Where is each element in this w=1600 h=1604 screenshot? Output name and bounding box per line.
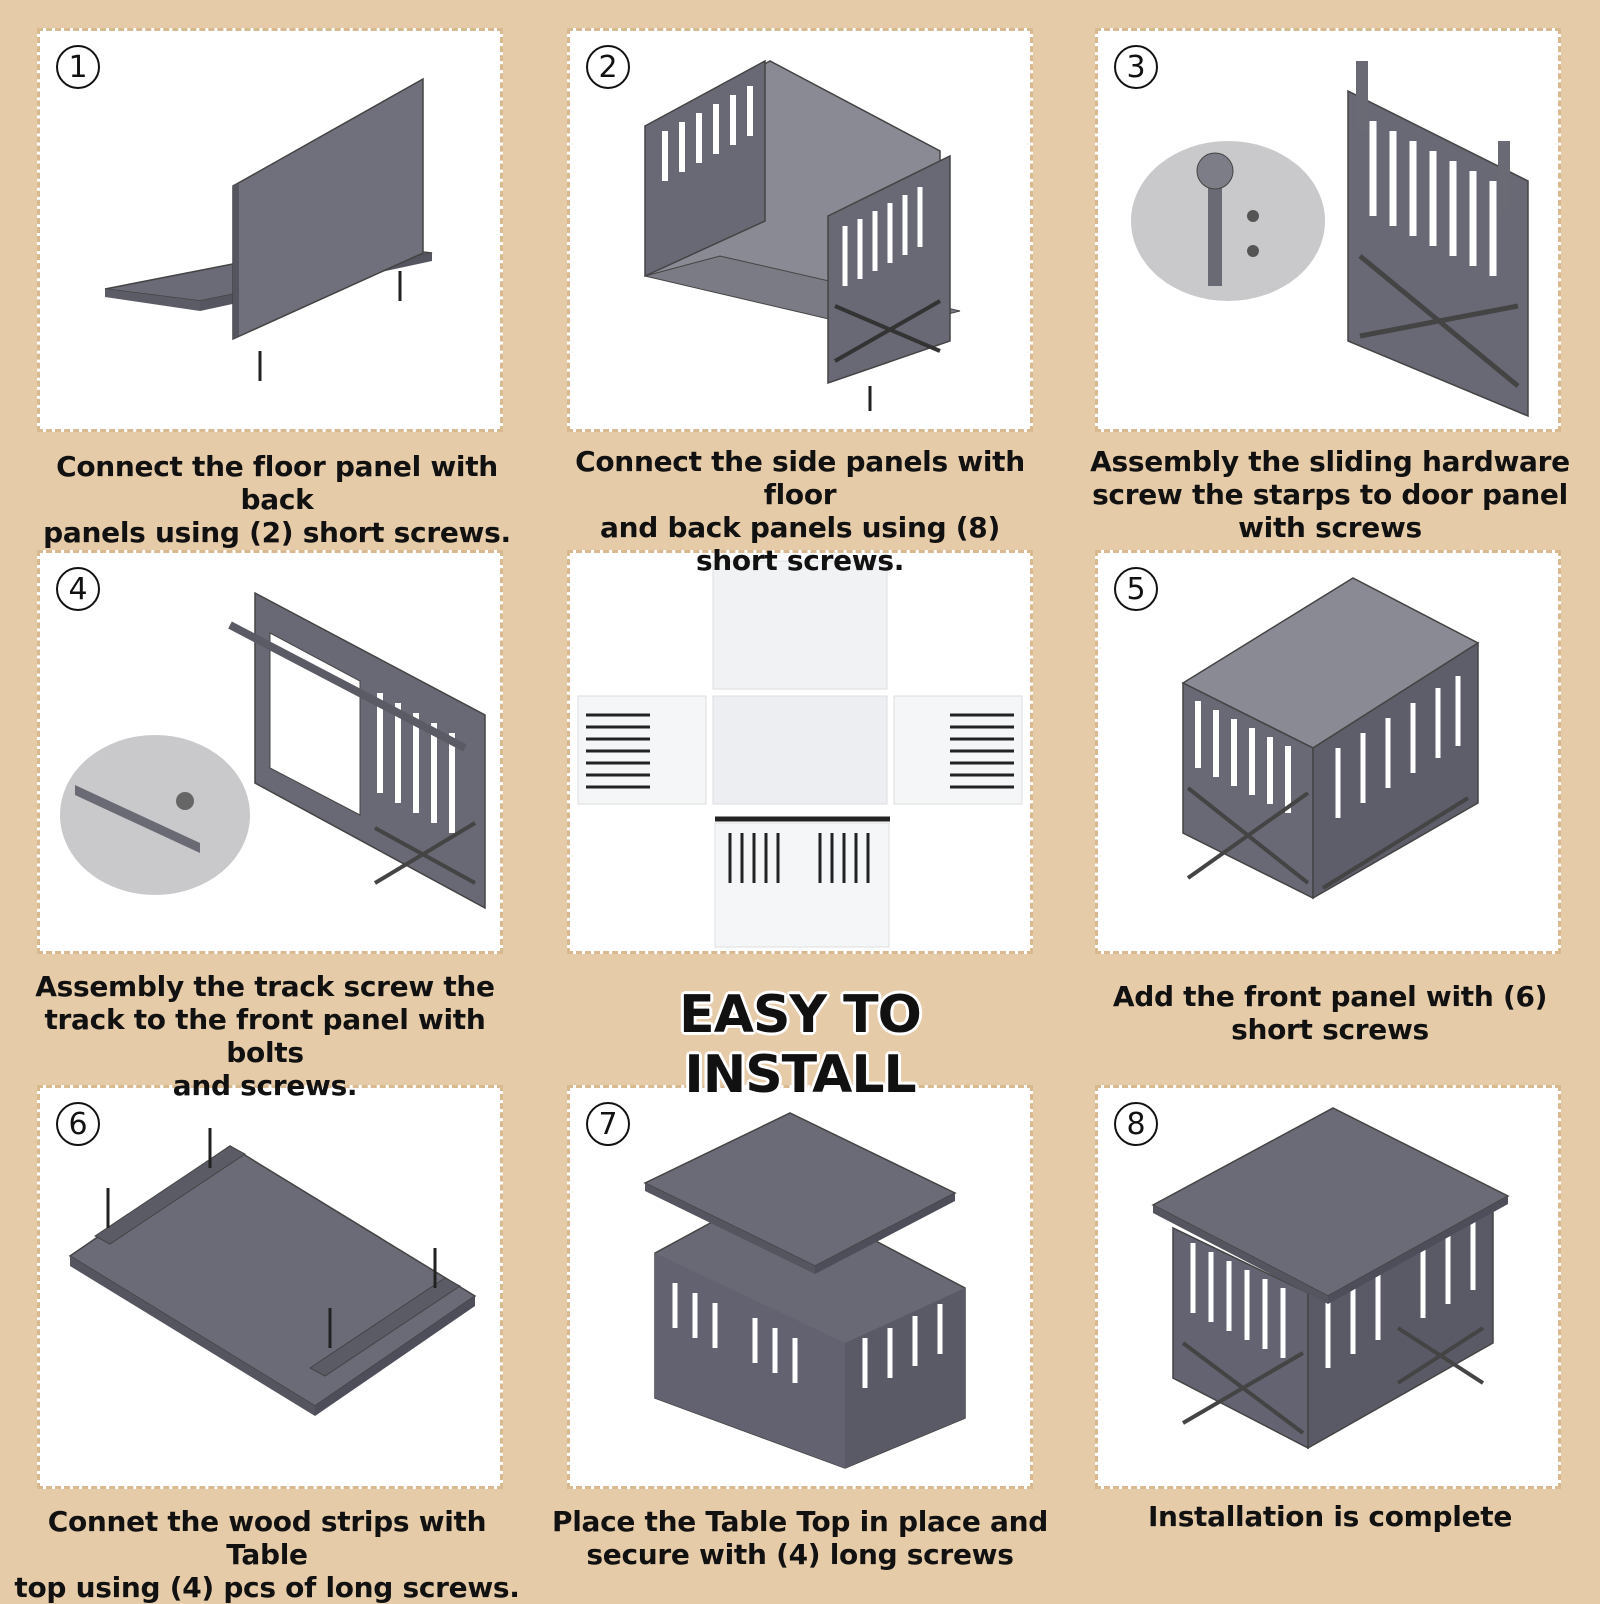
table-top-strips-illustration <box>68 1128 477 1416</box>
step-number-badge: 7 <box>586 1102 630 1146</box>
step-8-caption: Installation is complete <box>1147 1500 1513 1533</box>
step-6-panel: 6 <box>37 1085 503 1489</box>
step-2-caption: Connect the side panels with floor and b… <box>575 445 1025 577</box>
step-3-panel: 3 <box>1095 28 1561 432</box>
step-5-caption: Add the front panel with (6) short screw… <box>1112 980 1548 1046</box>
step-number-badge: 4 <box>56 567 100 611</box>
step-number-badge: 3 <box>1114 45 1158 89</box>
step-1-panel: 1 <box>37 28 503 432</box>
step-3-caption: Assembly the sliding hardware screw the … <box>1090 445 1570 544</box>
step-2-panel: 2 <box>567 28 1033 432</box>
exploded-view-panel <box>567 550 1033 954</box>
step-number-badge: 5 <box>1114 567 1158 611</box>
easy-to-install-headline: EASY TO INSTALL <box>679 985 922 1105</box>
step-7-panel: 7 <box>567 1085 1033 1489</box>
step-8-panel: 8 <box>1095 1085 1561 1489</box>
track-front-panel-illustration <box>60 591 486 910</box>
sliding-hardware-illustration <box>1131 61 1529 418</box>
floor-back-panel-illustration <box>104 77 433 381</box>
front-panel-illustration <box>1181 577 1480 900</box>
completed-crate-illustration <box>1151 1107 1510 1450</box>
step-4-caption: Assembly the track screw the track to th… <box>35 970 495 1102</box>
step-number-badge: 2 <box>586 45 630 89</box>
table-top-placement-illustration <box>643 1112 966 1469</box>
exploded-parts-illustration <box>577 560 1023 948</box>
step-5-panel: 5 <box>1095 550 1561 954</box>
step-number-badge: 1 <box>56 45 100 89</box>
step-4-panel: 4 <box>37 550 503 954</box>
step-number-badge: 6 <box>56 1102 100 1146</box>
step-7-caption: Place the Table Top in place and secure … <box>552 1505 1048 1571</box>
step-6-caption: Connet the wood strips with Table top us… <box>14 1505 520 1604</box>
step-number-badge: 8 <box>1114 1102 1158 1146</box>
side-panels-illustration <box>644 59 961 411</box>
step-1-caption: Connect the floor panel with back panels… <box>43 450 511 549</box>
